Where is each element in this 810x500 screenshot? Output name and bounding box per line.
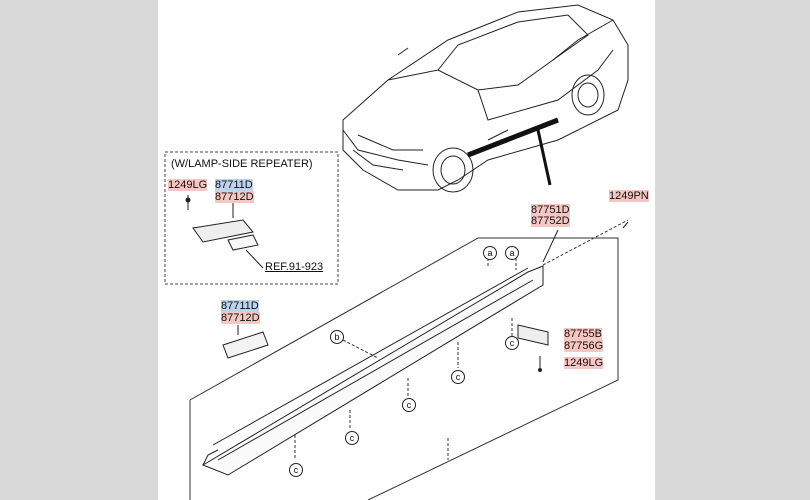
inset-title: (W/LAMP-SIDE REPEATER): [171, 158, 313, 170]
car-illustration: [342, 4, 629, 193]
callout-c: c: [505, 336, 519, 350]
callout-c: c: [289, 463, 303, 477]
inset-lamp-code-2: 87712D: [215, 191, 254, 203]
inset-parts: [185, 195, 264, 269]
parts-diagram: [164, 4, 629, 500]
inset-ref-label: REF.91-923: [265, 261, 324, 273]
diagram-sheet: (W/LAMP-SIDE REPEATER) 1249LG 87711D 877…: [158, 0, 655, 500]
sill-code-1: 87751D: [531, 204, 570, 216]
lamp-code-2: 87712D: [221, 312, 260, 324]
bracket-bolt-label: 1249LG: [564, 357, 604, 369]
callout-c: c: [345, 431, 359, 445]
callout-c: c: [402, 398, 416, 412]
bracket-code-2: 87756G: [564, 340, 604, 352]
inset-bolt-label: 1249LG: [168, 179, 208, 191]
clip-label: 1249PN: [609, 190, 649, 202]
bracket-part: [517, 324, 549, 346]
callout-a: a: [505, 246, 519, 260]
sill-code-2: 87752D: [531, 215, 570, 227]
bracket-code-1: 87755B: [564, 328, 602, 340]
inset-lamp-code-1: 87711D: [215, 179, 253, 191]
callout-b: b: [330, 330, 344, 344]
callout-c: c: [451, 370, 465, 384]
leader-lines: [294, 219, 629, 460]
lamp-code-1: 87711D: [221, 300, 259, 312]
callout-a: a: [483, 246, 497, 260]
inset-box: [164, 151, 339, 285]
lamp-part: [222, 331, 269, 359]
sill-box-outline: [189, 237, 619, 500]
side-sill-molding: [201, 265, 544, 476]
